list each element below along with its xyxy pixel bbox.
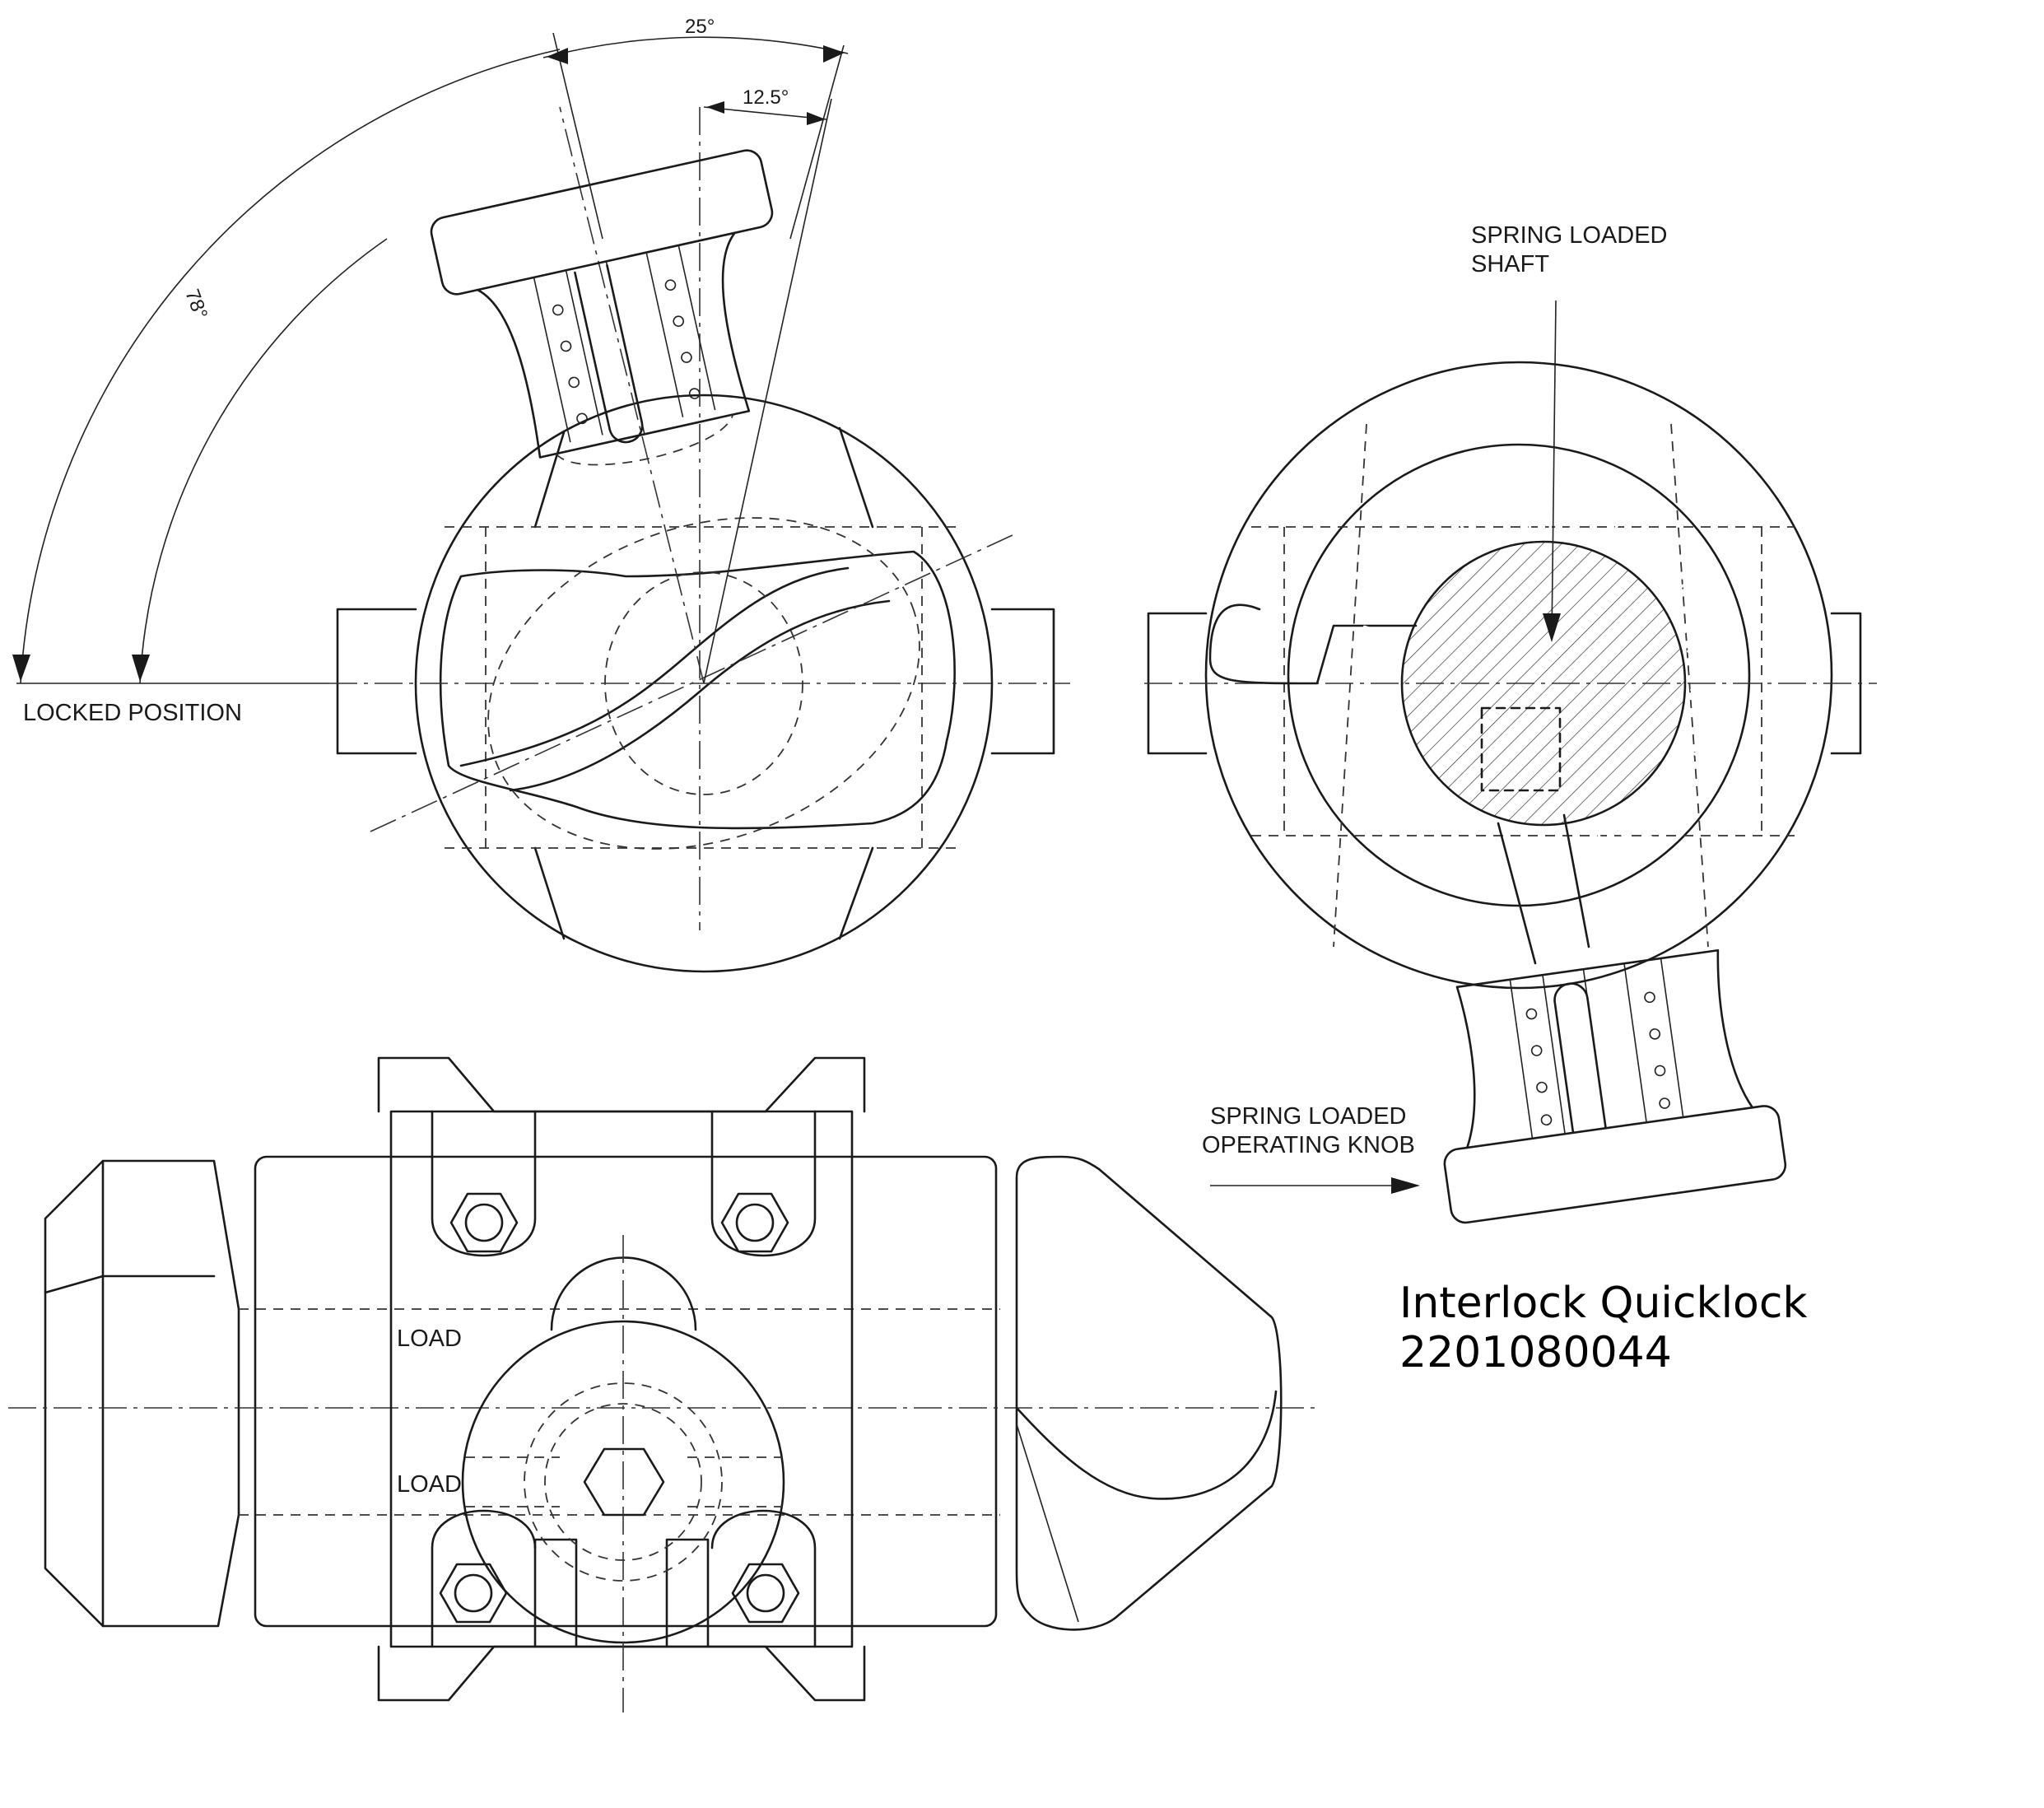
spring-finger-inner (1355, 695, 1398, 701)
label-load-lower: LOAD (397, 1471, 462, 1498)
bolt-bottom-right (731, 1563, 800, 1624)
spring-finger-inner (1358, 714, 1400, 725)
spring-finger-inner (1681, 617, 1721, 635)
cam-slot (439, 550, 956, 830)
spring-wire (1208, 603, 1418, 685)
spring-finger-inner (1690, 688, 1733, 693)
spring-finger-inner (1689, 665, 1732, 672)
spring-finger-inner (1592, 821, 1609, 861)
spring-finger-inner (1434, 528, 1460, 564)
label-load-upper: LOAD (397, 1326, 462, 1352)
spring-finger-inner (1655, 777, 1689, 806)
side-boss-left (336, 608, 417, 755)
arc-25deg (542, 36, 849, 58)
right-cam-end (1015, 1155, 1283, 1631)
spring-finger-inner (1641, 791, 1672, 823)
spring-finger-inner (1637, 538, 1666, 571)
spring-finger-inner (1683, 726, 1725, 742)
spring-finger-inner (1687, 641, 1729, 653)
hex-socket (583, 1447, 665, 1517)
spring-finger-inner (1676, 744, 1716, 765)
dim-12.5deg: 12.5° (743, 86, 789, 109)
spring-finger-inner (1674, 595, 1711, 617)
view-top-left: 25° 12.5° 78° LOCKED POSITION (12, 16, 1070, 973)
spring-finger-inner (1651, 555, 1683, 585)
spring-finger-inner (1366, 732, 1406, 749)
spring-finger-inner (1586, 502, 1602, 543)
view-bottom: LOAD LOAD (8, 1056, 1317, 1712)
dim-78deg: 78° (180, 287, 212, 322)
view-top-right: SPRING LOADED SHAFT SPRING LOADED OPERAT… (1144, 222, 1877, 1224)
operating-knob-top (430, 149, 774, 466)
label-locked-position: LOCKED POSITION (23, 700, 242, 726)
arc-78deg (20, 49, 561, 684)
spring-finger-inner (1548, 494, 1553, 537)
spring-coil (1354, 494, 1733, 861)
spring-finger-inner (1384, 580, 1420, 605)
body-circle-left (414, 394, 994, 973)
spring-finger-inner (1667, 762, 1703, 786)
label-spring-knob-2: OPERATING KNOB (1202, 1132, 1415, 1158)
spring-finger-inner (1525, 495, 1532, 538)
side-boss-right (990, 608, 1055, 755)
spring-finger-inner (1610, 813, 1632, 851)
body-circle-right (1204, 361, 1833, 990)
spring-finger-inner (1354, 673, 1397, 678)
left-hex-end (44, 1159, 240, 1628)
part-number: 2201080044 (1399, 1328, 1672, 1377)
bolt-bottom-left (439, 1563, 508, 1624)
spring-finger-inner (1688, 707, 1730, 718)
label-spring-shaft-1: SPRING LOADED (1471, 222, 1668, 249)
operating-knob-right (1443, 948, 1787, 1224)
spring-finger-inner (1627, 803, 1653, 839)
spring-finger-inner (1455, 515, 1477, 553)
bolt-top-right (720, 1192, 789, 1253)
dim-25deg: 25° (685, 16, 715, 38)
spring-finger-inner (1357, 649, 1399, 659)
label-spring-shaft-2: SHAFT (1471, 251, 1549, 277)
spring-finger-inner (1502, 498, 1513, 540)
spring-finger-inner (1398, 561, 1432, 589)
spring-finger-inner (1371, 602, 1411, 622)
spring-finger-inner (1663, 574, 1699, 600)
spring-finger-inner (1478, 506, 1495, 546)
drawing-title: Interlock Quicklock (1399, 1279, 1808, 1328)
spring-shaft-section (1400, 540, 1687, 827)
spring-finger-inner (1415, 543, 1446, 575)
label-spring-knob-1: SPRING LOADED (1210, 1103, 1407, 1130)
main-body-block (254, 1155, 998, 1628)
bolt-top-left (449, 1192, 519, 1253)
spring-finger-inner (1362, 625, 1404, 641)
spring-finger-inner (1622, 524, 1646, 560)
spring-finger-inner (1604, 511, 1625, 551)
spring-finger-inner (1567, 496, 1578, 539)
